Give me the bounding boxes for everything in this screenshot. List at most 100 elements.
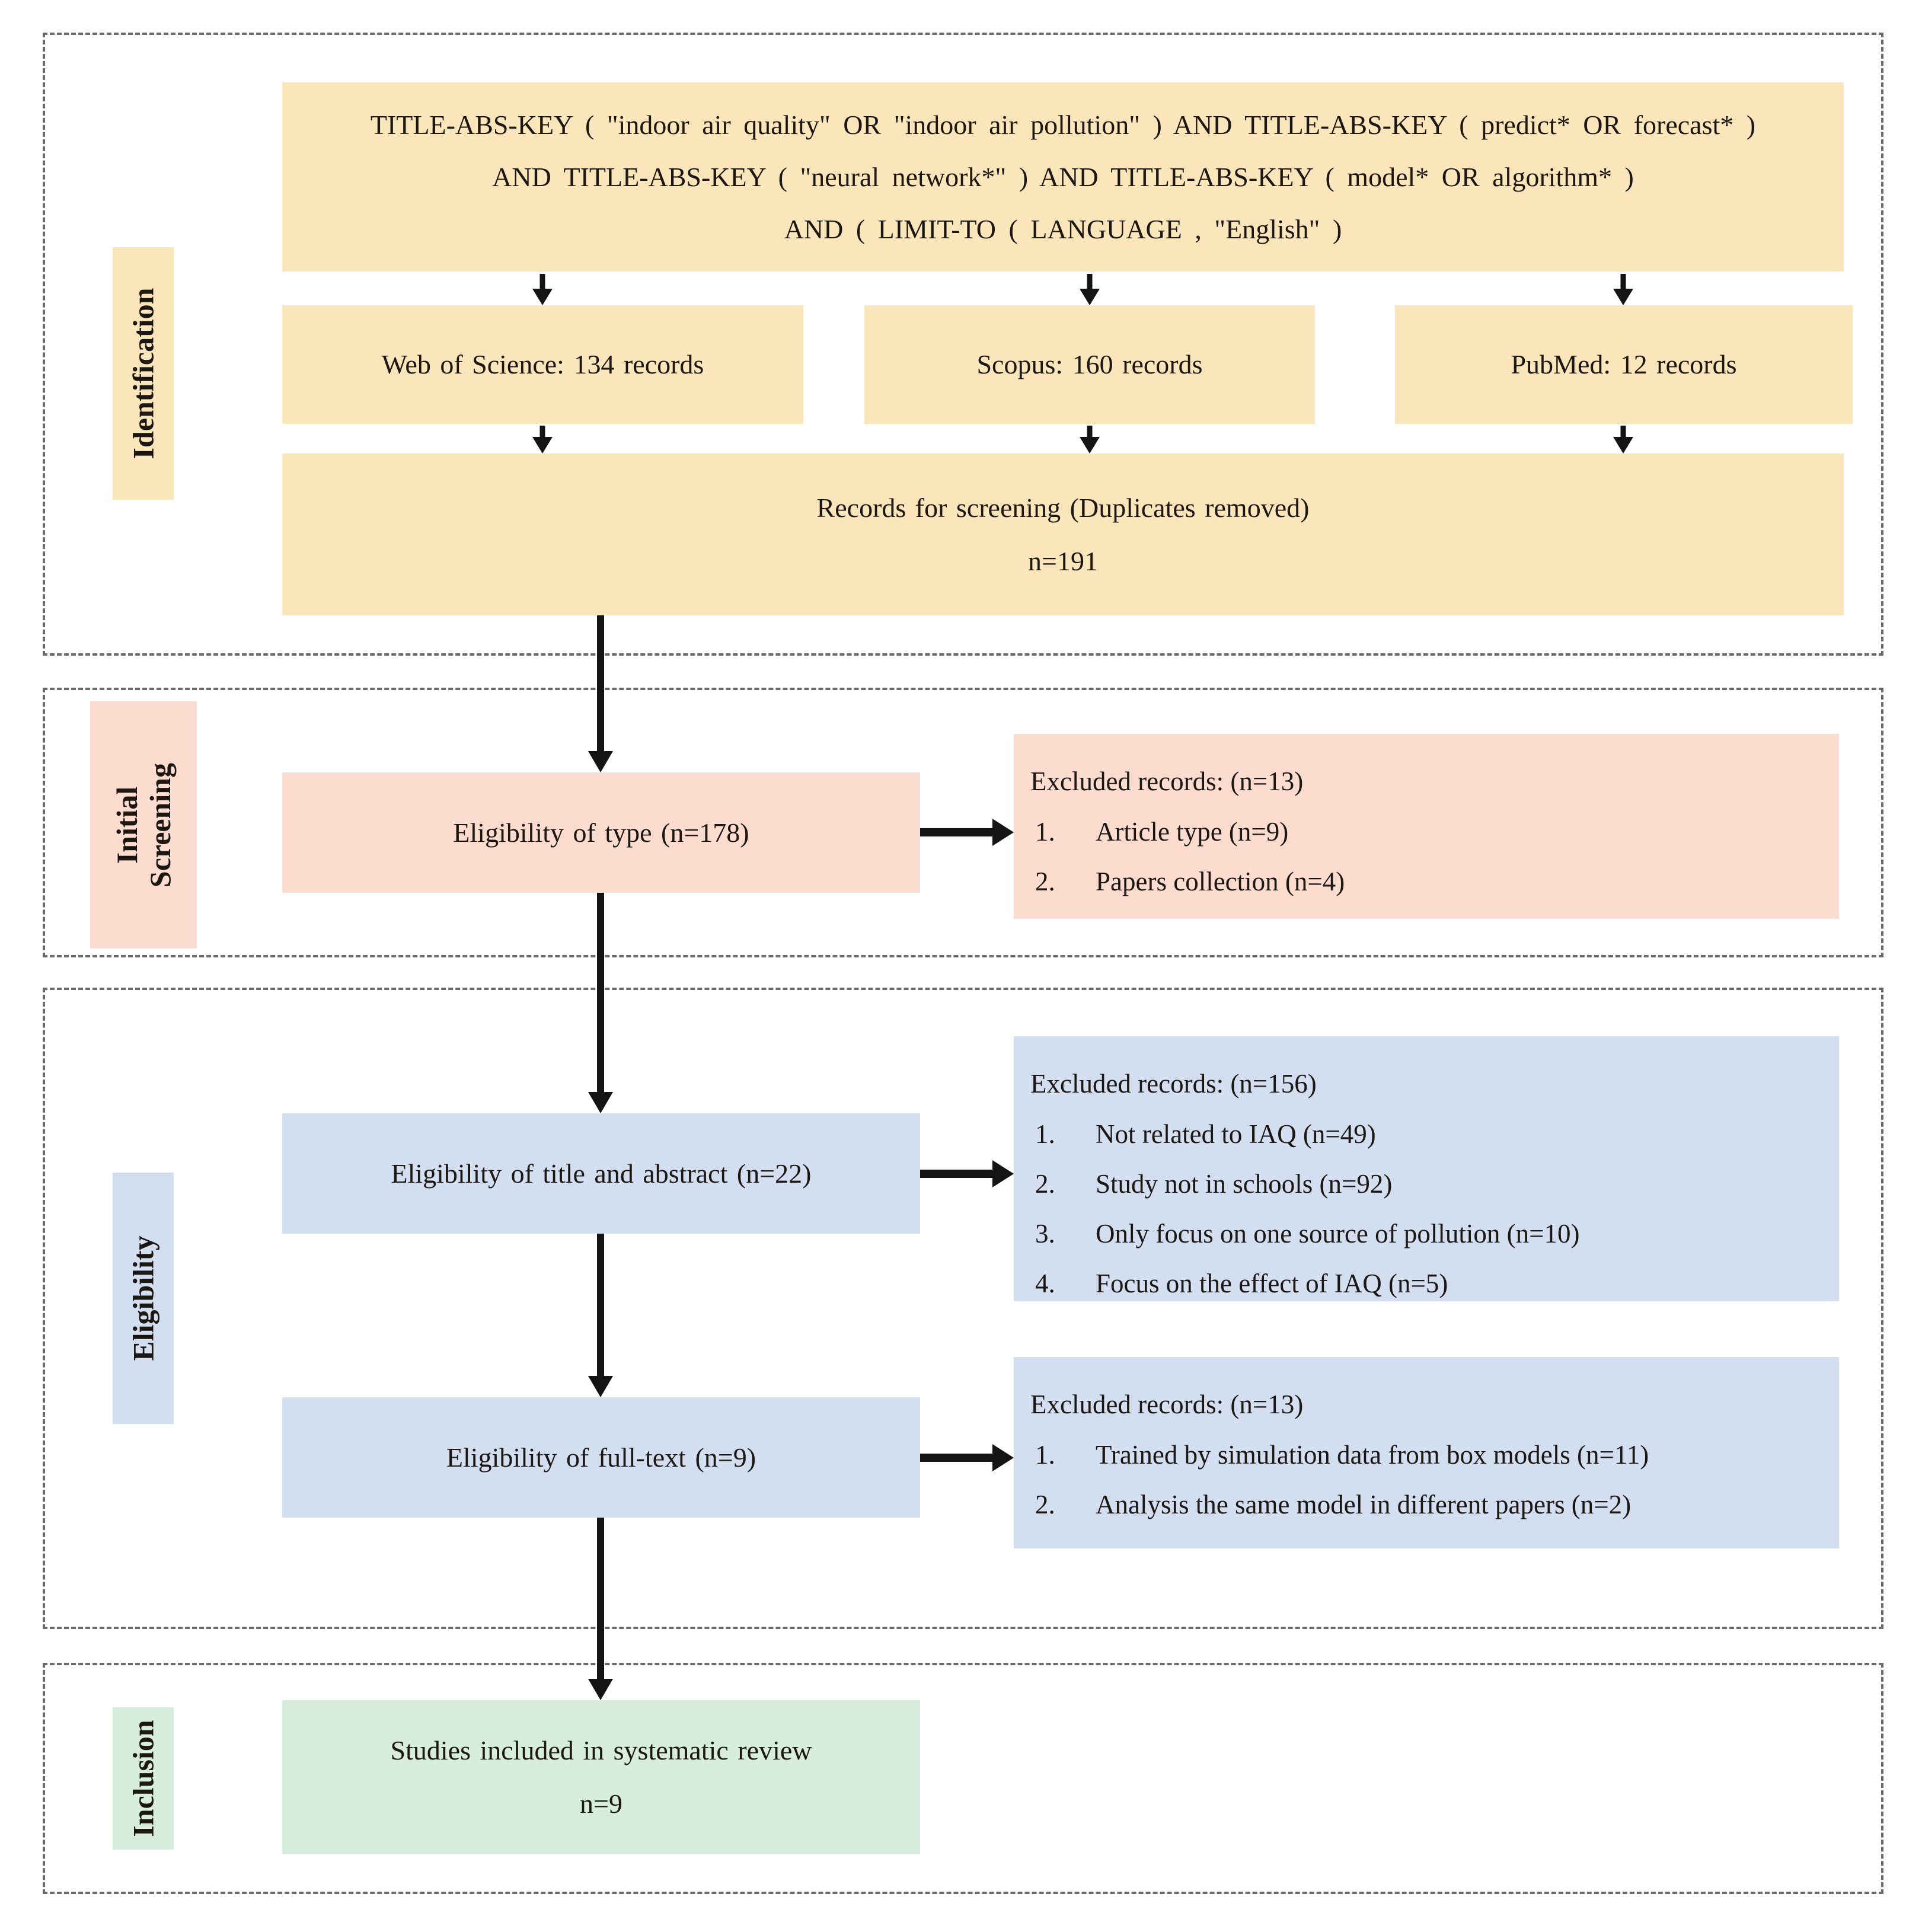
arrow-head-icon xyxy=(588,1092,613,1113)
list-item-text: Focus on the effect of IAQ (n=5) xyxy=(1096,1269,1448,1298)
scopus-records-box: Scopus: 160 records xyxy=(864,305,1315,424)
arrow-head-icon xyxy=(588,751,613,772)
arrow-shaft xyxy=(920,1170,995,1178)
arrow-head-icon xyxy=(992,1444,1014,1471)
web-of-science-records-label: Web of Science: 134 records xyxy=(381,349,704,379)
arrow-scopus-to-records xyxy=(1077,426,1103,454)
arrow-shaft xyxy=(1087,426,1093,437)
initial-screening-stage-label: Initial Screening xyxy=(90,701,197,949)
list-item-number: 2. xyxy=(1035,1490,1055,1519)
eligibility-of-full-text-box: Eligibility of full-text (n=9) xyxy=(282,1397,920,1518)
studies-included-line1: Studies included in systematic review xyxy=(390,1735,812,1765)
initial-screening-label-line2: Screening xyxy=(143,762,177,887)
list-item-text: Not related to IAQ (n=49) xyxy=(1096,1119,1376,1149)
arrow-head-icon xyxy=(1080,289,1100,305)
list-item-text: Study not in schools (n=92) xyxy=(1096,1169,1393,1199)
initial-screening-label-line1: Initial xyxy=(110,786,143,864)
arrow-head-icon xyxy=(532,289,553,305)
list-item-number: 3. xyxy=(1035,1219,1055,1248)
excluded-records-fulltext-list: 1. Trained by simulation data from box m… xyxy=(1030,1438,1824,1522)
arrow-shaft xyxy=(920,828,995,836)
list-item-number: 1. xyxy=(1035,1119,1055,1149)
arrow-query-to-scopus xyxy=(1077,274,1103,305)
excluded-records-type-box: Excluded records: (n=13) 1. Article type… xyxy=(1014,734,1839,919)
studies-included-count: n=9 xyxy=(580,1789,622,1819)
excluded-records-type-list: 1. Article type (n=9) 2. Papers collecti… xyxy=(1030,815,1824,899)
excluded-records-title-abstract-box: Excluded records: (n=156) 1. Not related… xyxy=(1014,1036,1839,1301)
inclusion-stage-label-text: Inclusion xyxy=(126,1720,160,1837)
records-for-screening-box: Records for screening (Duplicates remove… xyxy=(282,454,1844,615)
studies-included-box: Studies included in systematic review n=… xyxy=(282,1700,920,1854)
arrow-head-icon xyxy=(1613,437,1633,454)
list-item-number: 1. xyxy=(1035,1440,1055,1470)
list-item-text: Papers collection (n=4) xyxy=(1096,867,1345,896)
list-item: 2. Study not in schools (n=92) xyxy=(1030,1167,1824,1201)
identification-stage-label-text: Identification xyxy=(126,288,160,459)
excluded-records-type-heading: Excluded records: (n=13) xyxy=(1030,767,1304,796)
arrow-head-icon xyxy=(532,437,553,454)
list-item-text: Article type (n=9) xyxy=(1096,817,1289,847)
arrow-title-abstract-to-full-text xyxy=(588,1234,614,1397)
arrow-head-icon xyxy=(992,819,1014,846)
arrow-title-abstract-to-excluded xyxy=(920,1160,1014,1187)
arrow-shaft xyxy=(597,893,604,1093)
list-item: 4. Focus on the effect of IAQ (n=5) xyxy=(1030,1266,1824,1301)
arrow-head-icon xyxy=(1080,437,1100,454)
arrow-head-icon xyxy=(588,1679,613,1700)
records-for-screening-line1: Records for screening (Duplicates remove… xyxy=(816,492,1310,523)
list-item-number: 4. xyxy=(1035,1269,1055,1298)
excluded-records-title-list: 1. Not related to IAQ (n=49) 2. Study no… xyxy=(1030,1117,1824,1301)
eligibility-of-title-abstract-label: Eligibility of title and abstract (n=22) xyxy=(391,1158,812,1189)
arrow-shaft xyxy=(597,615,604,752)
web-of-science-records-box: Web of Science: 134 records xyxy=(282,305,803,424)
arrow-shaft xyxy=(539,274,545,289)
arrow-query-to-web-of-science xyxy=(529,274,555,305)
excluded-records-title-heading: Excluded records: (n=156) xyxy=(1030,1069,1317,1098)
arrow-shaft xyxy=(1620,274,1626,289)
excluded-records-full-text-box: Excluded records: (n=13) 1. Trained by s… xyxy=(1014,1357,1839,1548)
search-query-line-2: AND TITLE-ABS-KEY ( "neural network*" ) … xyxy=(492,161,1634,192)
pubmed-records-box: PubMed: 12 records xyxy=(1395,305,1853,424)
arrow-shaft xyxy=(1620,426,1626,437)
arrow-web-of-science-to-records xyxy=(529,426,555,454)
list-item-number: 2. xyxy=(1035,867,1055,896)
arrow-head-icon xyxy=(588,1376,613,1397)
arrow-full-text-to-excluded xyxy=(920,1444,1014,1471)
eligibility-of-title-abstract-box: Eligibility of title and abstract (n=22) xyxy=(282,1113,920,1234)
scopus-records-label: Scopus: 160 records xyxy=(976,349,1203,379)
list-item: 1. Article type (n=9) xyxy=(1030,815,1824,849)
list-item-text: Analysis the same model in different pap… xyxy=(1096,1490,1632,1519)
inclusion-stage-label: Inclusion xyxy=(113,1707,174,1850)
arrow-query-to-pubmed xyxy=(1610,274,1636,305)
arrow-shaft xyxy=(539,426,545,437)
list-item-text: Trained by simulation data from box mode… xyxy=(1096,1440,1649,1470)
arrow-shaft xyxy=(1087,274,1093,289)
search-query-box: TITLE-ABS-KEY ( "indoor air quality" OR … xyxy=(282,82,1844,272)
eligibility-of-type-box: Eligibility of type (n=178) xyxy=(282,772,920,893)
pubmed-records-label: PubMed: 12 records xyxy=(1511,349,1737,379)
arrow-type-to-excluded xyxy=(920,819,1014,846)
arrow-shaft xyxy=(597,1518,604,1680)
search-query-line-3: AND ( LIMIT-TO ( LANGUAGE , "English" ) xyxy=(784,213,1342,244)
list-item-text: Only focus on one source of pollution (n… xyxy=(1096,1219,1580,1248)
list-item-number: 2. xyxy=(1035,1169,1055,1199)
arrow-full-text-to-included xyxy=(588,1518,614,1700)
search-query-line-1: TITLE-ABS-KEY ( "indoor air quality" OR … xyxy=(370,109,1756,140)
arrow-records-to-eligibility-of-type xyxy=(588,615,614,772)
list-item-number: 1. xyxy=(1035,817,1055,847)
arrow-head-icon xyxy=(1613,289,1633,305)
list-item: 1. Trained by simulation data from box m… xyxy=(1030,1438,1824,1472)
arrow-shaft xyxy=(920,1454,995,1462)
arrow-head-icon xyxy=(992,1160,1014,1187)
initial-screening-stage-label-text: Initial Screening xyxy=(110,762,177,887)
list-item: 2. Analysis the same model in different … xyxy=(1030,1487,1824,1522)
arrow-shaft xyxy=(597,1234,604,1377)
eligibility-stage-label-text: Eligibility xyxy=(126,1235,160,1361)
records-for-screening-count: n=191 xyxy=(1028,545,1098,576)
list-item: 2. Papers collection (n=4) xyxy=(1030,864,1824,899)
list-item: 3. Only focus on one source of pollution… xyxy=(1030,1216,1824,1251)
eligibility-stage-label: Eligibility xyxy=(113,1173,174,1424)
eligibility-of-type-label: Eligibility of type (n=178) xyxy=(453,817,749,848)
eligibility-of-full-text-label: Eligibility of full-text (n=9) xyxy=(446,1442,756,1473)
identification-stage-label: Identification xyxy=(113,247,174,500)
